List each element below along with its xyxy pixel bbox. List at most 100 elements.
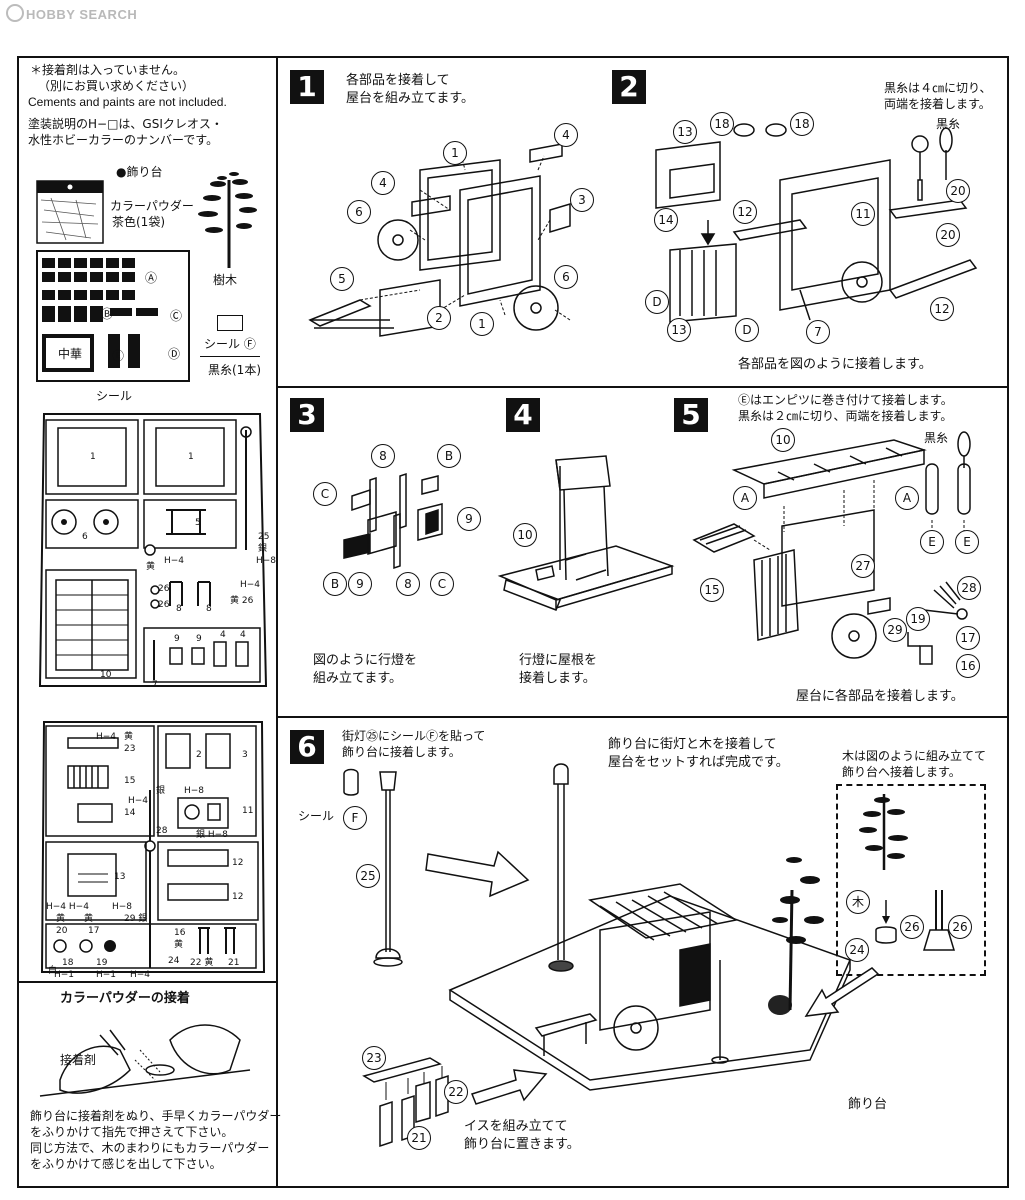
r2-part-11: 11 bbox=[242, 806, 254, 816]
watermark: HOBBY SEARCH bbox=[6, 4, 137, 22]
s6-callout-23: 23 bbox=[362, 1046, 386, 1070]
watermark-logo-icon bbox=[6, 4, 24, 22]
divider-row1 bbox=[276, 386, 1007, 388]
step-1-illustration bbox=[308, 143, 571, 337]
r2-silver: 銀 bbox=[156, 786, 166, 796]
r2-part-19: 19 bbox=[96, 958, 108, 968]
r1-h4: H−4 bbox=[164, 556, 185, 566]
s5-callout-a-a: A bbox=[733, 486, 757, 510]
s6-callout-24: 24 bbox=[845, 938, 869, 962]
r2-part-28: 28 bbox=[156, 826, 168, 836]
r2-part-21: 21 bbox=[228, 958, 240, 968]
s2-callout-18b: 18 bbox=[790, 112, 814, 136]
sticker-sheet-art: 中華 bbox=[42, 258, 158, 372]
note-line5: 水性ホビーカラーのナンバーです。 bbox=[28, 133, 219, 147]
s2-callout-20b: 20 bbox=[936, 223, 960, 247]
right-panel-frame bbox=[276, 56, 1009, 1188]
r2-part-17: 17 bbox=[88, 926, 100, 936]
powder-text1: 飾り台に接着剤をぬり、手早くカラーパウダー bbox=[30, 1109, 282, 1123]
r2-h4b: H−4 bbox=[128, 796, 149, 806]
step-6-center2: 屋台をセットすれば完成です。 bbox=[608, 755, 789, 770]
r1-part-5: 5 bbox=[195, 518, 201, 528]
diorama-illustration bbox=[448, 763, 852, 1091]
s2-callout-d-a: D bbox=[645, 290, 669, 314]
tree-label: 樹木 bbox=[213, 273, 238, 287]
svg-text:中華: 中華 bbox=[58, 346, 82, 361]
step-5-thread-label: 黒糸 bbox=[924, 431, 949, 445]
s1-callout-1b: 1 bbox=[470, 312, 494, 336]
r2-part-22: 22 黄 bbox=[190, 958, 214, 968]
r1-part-4b: 4 bbox=[240, 630, 246, 640]
step-6-base-label: 飾り台 bbox=[848, 1097, 888, 1112]
s3-callout-b-a: B bbox=[437, 444, 461, 468]
s5-callout-15: 15 bbox=[700, 578, 724, 602]
step-5-caption: 屋台に各部品を接着します。 bbox=[796, 689, 964, 704]
s1-callout-4b: 4 bbox=[371, 171, 395, 195]
step-4-text2: 接着します。 bbox=[519, 671, 596, 686]
r2-part-14: 14 bbox=[124, 808, 136, 818]
step-2-note1: 黒糸は４㎝に切り、 bbox=[884, 81, 992, 95]
s2-callout-12b: 12 bbox=[930, 297, 954, 321]
step-4-text1: 行燈に屋根を bbox=[519, 653, 598, 668]
step-6-tree-note1: 木は図のように組み立てて bbox=[842, 749, 987, 763]
s2-callout-20a: 20 bbox=[946, 179, 970, 203]
r2-part-12a: 12 bbox=[232, 858, 244, 868]
step-2-number: 2 bbox=[612, 70, 646, 104]
step-2-thread-label: 黒糸 bbox=[936, 117, 961, 131]
s5-callout-16: 16 bbox=[956, 654, 980, 678]
s3-callout-b-b: B bbox=[323, 572, 347, 596]
r1-part-1a: 1 bbox=[90, 452, 96, 462]
r1-yellow26: 黄 26 bbox=[230, 596, 254, 606]
step-3-text2: 組み立てます。 bbox=[313, 671, 403, 686]
r1-part-6: 6 bbox=[82, 532, 88, 542]
s5-callout-19: 19 bbox=[906, 607, 930, 631]
left-divider bbox=[17, 981, 276, 983]
s1-callout-4a: 4 bbox=[554, 123, 578, 147]
note-line1: ＊接着剤は入っていません。 bbox=[30, 63, 186, 77]
s5-callout-27: 27 bbox=[851, 554, 875, 578]
s3-callout-9a: 9 bbox=[457, 507, 481, 531]
s3-callout-c-a: C bbox=[313, 482, 337, 506]
sticker-mark-c: Ⓒ bbox=[170, 309, 183, 323]
s5-callout-28: 28 bbox=[957, 576, 981, 600]
powder-text2: をふりかけて指先で押さえて下さい。 bbox=[30, 1125, 234, 1139]
step-6-tree-note2: 飾り台へ接着します。 bbox=[842, 765, 961, 779]
r2-h8b: H−8 bbox=[112, 902, 133, 912]
tree-detail-illustration bbox=[859, 794, 956, 951]
step-5-note1: Ⓔはエンピツに巻き付けて接着します。 bbox=[738, 393, 953, 407]
tree-detail-box bbox=[836, 784, 986, 976]
r2-part-2: 2 bbox=[196, 750, 202, 760]
seal-f-part bbox=[217, 315, 243, 331]
s1-callout-3: 3 bbox=[570, 188, 594, 212]
sticker-sheet-label: シール bbox=[96, 389, 133, 403]
r2-h1a: H−1 bbox=[54, 970, 75, 980]
r2-yellow: 黄 bbox=[124, 732, 134, 742]
r2-part-12b: 12 bbox=[232, 892, 244, 902]
note-line2: （別にお買い求めください） bbox=[38, 79, 195, 93]
s6-callout-22: 22 bbox=[444, 1080, 468, 1104]
runner-sheet-1 bbox=[38, 413, 268, 687]
s1-callout-2: 2 bbox=[427, 306, 451, 330]
s5-callout-29: 29 bbox=[883, 618, 907, 642]
powder-title: カラーパウダーの接着 bbox=[60, 991, 190, 1006]
r2-part-13: 13 bbox=[114, 872, 126, 882]
step-5-illustration bbox=[692, 431, 971, 665]
streetlamp-parts bbox=[343, 768, 403, 967]
r1-part-25: 25 bbox=[258, 532, 270, 542]
step-6-bench1: イスを組み立てて bbox=[464, 1119, 568, 1134]
r2-silver-h8: 銀 H−8 bbox=[196, 830, 228, 840]
r1-part-26a: 26 bbox=[158, 584, 170, 594]
r2-yellow2: 黄 bbox=[56, 914, 66, 924]
sticker-mark-b: Ⓑ bbox=[101, 307, 114, 321]
r2-h4-h4: H−4 H−4 bbox=[46, 902, 89, 912]
powder-label1: カラーパウダー bbox=[110, 199, 194, 213]
powder-label2: 茶色(1袋) bbox=[112, 215, 165, 229]
s2-callout-14: 14 bbox=[654, 208, 678, 232]
step-6-bench2: 飾り台に置きます。 bbox=[464, 1137, 580, 1152]
s2-callout-18a: 18 bbox=[710, 112, 734, 136]
s1-callout-5: 5 bbox=[330, 267, 354, 291]
step-2-caption: 各部品を図のように接着します。 bbox=[738, 357, 932, 372]
s3-callout-8a: 8 bbox=[371, 444, 395, 468]
r2-yellow3: 黄 bbox=[84, 914, 94, 924]
arrow-icon bbox=[425, 850, 530, 898]
